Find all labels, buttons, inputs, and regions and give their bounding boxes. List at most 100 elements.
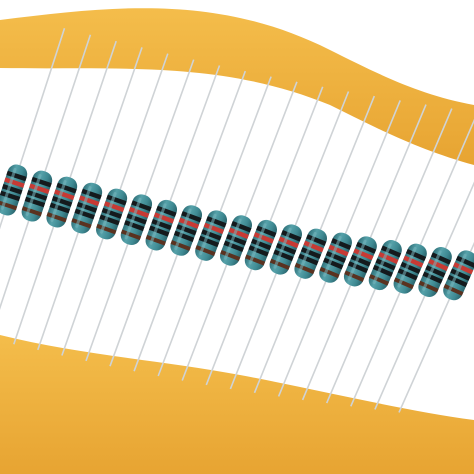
color-band-red bbox=[403, 255, 424, 268]
color-band-red bbox=[378, 251, 399, 264]
resistor bbox=[120, 194, 153, 246]
color-band-black bbox=[425, 265, 446, 278]
body-highlight bbox=[149, 203, 167, 245]
resistor bbox=[170, 205, 203, 256]
body-highlight bbox=[372, 243, 392, 285]
resistor bbox=[71, 182, 103, 234]
body-highlight bbox=[347, 239, 367, 281]
color-band-black bbox=[306, 234, 327, 246]
color-band-black bbox=[26, 190, 48, 201]
bottom-tape-strip bbox=[0, 335, 474, 474]
color-band-black bbox=[380, 245, 402, 258]
color-band-brown bbox=[269, 258, 290, 270]
resistor bbox=[21, 170, 53, 222]
top-tape-strip bbox=[0, 8, 474, 165]
resistor bbox=[319, 232, 352, 283]
color-band-black bbox=[126, 213, 147, 225]
color-band-brown bbox=[393, 277, 414, 290]
color-band-black bbox=[101, 207, 123, 219]
body-highlight bbox=[75, 186, 92, 228]
body-highlight bbox=[273, 227, 292, 269]
color-band-black bbox=[300, 247, 322, 259]
color-band-black bbox=[397, 268, 418, 281]
color-band-black bbox=[99, 214, 120, 226]
color-band-black bbox=[151, 218, 172, 231]
color-band-brown bbox=[21, 206, 42, 217]
color-band-black bbox=[323, 257, 344, 270]
color-band-brown bbox=[120, 229, 142, 241]
color-band-red bbox=[79, 195, 100, 207]
color-band-red bbox=[29, 183, 50, 195]
color-band-black bbox=[248, 245, 269, 257]
color-band-brown bbox=[0, 200, 18, 211]
color-band-black bbox=[223, 240, 244, 253]
resistor bbox=[393, 243, 427, 294]
color-band-black bbox=[275, 243, 297, 255]
color-band-black bbox=[298, 253, 319, 266]
resistor bbox=[443, 250, 474, 301]
body-highlight bbox=[100, 191, 117, 234]
color-band-brown bbox=[344, 270, 365, 282]
color-band-black bbox=[81, 188, 102, 200]
color-band-black bbox=[0, 190, 21, 202]
color-band-red bbox=[353, 248, 374, 261]
color-band-black bbox=[281, 230, 302, 242]
color-band-black bbox=[74, 208, 95, 220]
resistor bbox=[244, 219, 278, 271]
color-band-black bbox=[31, 176, 52, 188]
body-highlight bbox=[422, 250, 442, 291]
resistor bbox=[269, 224, 303, 275]
color-band-black bbox=[131, 200, 152, 212]
color-band-black bbox=[24, 196, 46, 208]
body-highlight bbox=[0, 167, 17, 210]
color-band-red bbox=[328, 244, 349, 257]
color-band-red bbox=[278, 236, 299, 249]
color-band-black bbox=[331, 238, 352, 250]
body-highlight bbox=[124, 197, 142, 240]
color-band-black bbox=[355, 241, 377, 254]
color-band-black bbox=[226, 234, 247, 246]
resistor bbox=[0, 164, 28, 216]
color-band-brown bbox=[369, 274, 390, 286]
color-band-black bbox=[124, 220, 145, 232]
color-band-brown bbox=[245, 254, 266, 266]
body-highlight bbox=[446, 253, 467, 295]
resistor bbox=[96, 188, 128, 240]
color-band-red bbox=[103, 201, 125, 213]
color-band-black bbox=[56, 182, 77, 194]
resistor bbox=[195, 210, 228, 261]
resistor bbox=[294, 228, 327, 279]
resistor bbox=[343, 236, 377, 287]
color-band-brown bbox=[418, 280, 439, 293]
resistor bbox=[145, 199, 178, 251]
color-band-black bbox=[450, 268, 471, 281]
color-band-black bbox=[106, 194, 127, 206]
color-band-red bbox=[228, 227, 249, 239]
body-highlight bbox=[248, 223, 267, 265]
color-band-red bbox=[54, 189, 75, 201]
color-band-black bbox=[422, 271, 443, 284]
color-band-brown bbox=[46, 212, 67, 223]
color-band-black bbox=[455, 255, 474, 268]
body-highlight bbox=[323, 235, 342, 277]
color-band-brown bbox=[195, 245, 216, 256]
body-highlight bbox=[25, 174, 42, 216]
resistor-bodies bbox=[0, 164, 474, 301]
color-band-black bbox=[181, 211, 202, 223]
color-band-black bbox=[447, 274, 468, 288]
color-band-brown bbox=[96, 223, 117, 235]
color-band-black bbox=[6, 170, 27, 182]
resistor bbox=[46, 176, 78, 228]
color-band-red bbox=[303, 240, 324, 253]
color-band-red bbox=[153, 212, 175, 224]
color-band-red bbox=[178, 217, 200, 229]
color-band-black bbox=[156, 205, 177, 217]
color-band-red bbox=[203, 222, 224, 234]
color-band-brown bbox=[443, 284, 464, 296]
color-band-black bbox=[51, 196, 73, 207]
body-highlight bbox=[50, 180, 67, 222]
color-band-brown bbox=[319, 266, 340, 279]
color-band-black bbox=[372, 264, 393, 277]
